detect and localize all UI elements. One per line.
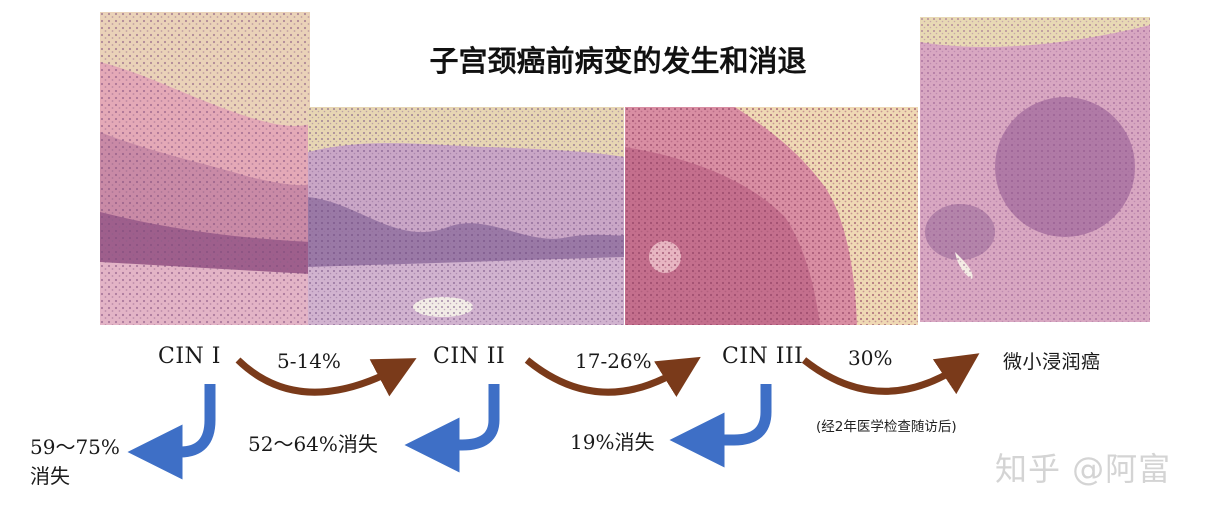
progression-arrow-3: [801, 353, 980, 395]
progression-rate-3: 30%: [848, 346, 893, 370]
regression-rate-cin1-value: 59～75%: [30, 435, 120, 459]
regression-rate-cin2: 52～64%消失: [248, 432, 378, 456]
regression-rate-cin1-text: 消失: [30, 464, 70, 488]
regression-rate-cin1: 59～75% 消失: [30, 433, 120, 491]
diagram-title: 子宫颈癌前病变的发生和消退: [429, 44, 807, 78]
stage-label-cin3: CIN III: [722, 344, 804, 369]
regression-arrow-1: [127, 384, 216, 480]
histology-image-microinvasive: [920, 17, 1150, 322]
histology-image-cin3: [625, 107, 918, 325]
watermark: 知乎 @阿富: [995, 450, 1172, 488]
histology-image-cin2: [308, 107, 624, 325]
regression-arrow-2: [404, 384, 500, 473]
regression-rate-cin3: 19%消失: [570, 430, 655, 454]
progression-arrow-2: [524, 356, 701, 397]
stage-label-microinvasive: 微小浸润癌: [1003, 351, 1101, 373]
stage-label-cin1: CIN I: [158, 344, 221, 369]
progression-arrow-1: [235, 357, 417, 397]
follow-up-note: (经2年医学检查随访后): [816, 419, 957, 435]
progression-rate-1: 5-14%: [277, 349, 341, 373]
progression-rate-2: 17-26%: [575, 349, 652, 373]
histology-image-cin1: [100, 12, 310, 325]
regression-arrow-3: [669, 384, 772, 468]
stage-label-cin2: CIN II: [433, 344, 506, 369]
